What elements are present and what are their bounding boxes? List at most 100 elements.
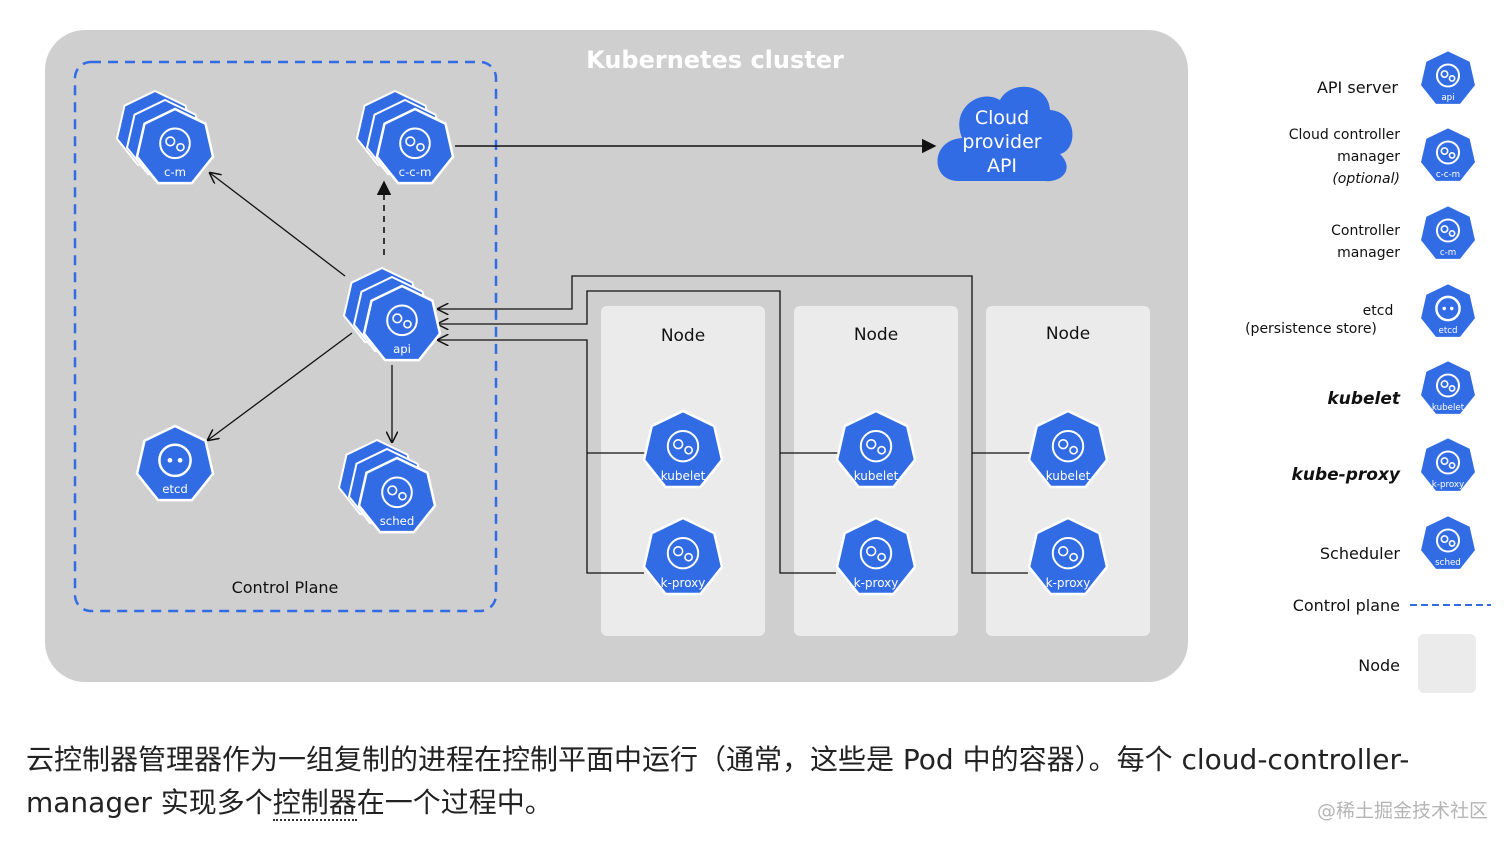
legend-controller-manager-icon-shape bbox=[1418, 203, 1478, 262]
api-server-icon: api bbox=[342, 266, 442, 362]
legend-kube-proxy-icon-gear-icon bbox=[1435, 450, 1461, 475]
api-server-icon-gear-icon bbox=[386, 304, 418, 337]
kubelet-icon-node1-gear-icon bbox=[666, 430, 700, 463]
control-plane-box bbox=[73, 60, 498, 613]
kubernetes-architecture-diagram: Kubernetes cluster Control Plane Node No… bbox=[45, 30, 1491, 693]
legend-etcd-icon-label: etcd bbox=[1438, 326, 1457, 336]
legend-kubelet-label: kubelet bbox=[1327, 389, 1400, 409]
scheduler-icon-label: sched bbox=[380, 514, 415, 528]
link-node3-kproxy bbox=[971, 453, 1028, 574]
scheduler-icon-shape bbox=[357, 456, 437, 534]
legend-api-server-icon-gear-icon bbox=[1435, 63, 1461, 88]
kube-proxy-icon-node2-shape bbox=[835, 516, 917, 596]
cloud-controller-manager-icon: c-c-m bbox=[355, 89, 455, 185]
arrow-node3-to-api bbox=[438, 275, 973, 453]
caption-part1: 云控制器管理器作为一组复制的进程在控制平面中运行（通常，这些是 Pod 中的容器… bbox=[26, 743, 1410, 819]
kube-proxy-icon-node3: k-proxy bbox=[1027, 516, 1109, 596]
legend-scheduler-icon-label: sched bbox=[1435, 558, 1461, 568]
arrow-node1-to-api bbox=[438, 340, 588, 453]
icons-layer: c-m c-c-m api etcd sched kubelet k-proxy kubele… bbox=[115, 48, 1478, 596]
cloud-label-line2: provider bbox=[962, 131, 1041, 153]
link-node2-kproxy bbox=[779, 453, 836, 574]
legend-cloud-cm-line2: manager bbox=[1337, 149, 1400, 165]
legend-api-server-label: API server bbox=[1317, 78, 1398, 97]
legend-api-server-icon-label: api bbox=[1441, 93, 1454, 103]
legend-etcd-line1: etcd bbox=[1363, 303, 1394, 319]
legend-scheduler-icon-shape bbox=[1418, 513, 1478, 572]
controller-manager-icon: c-m bbox=[115, 89, 215, 185]
watermark: @稀土掘金技术社区 bbox=[1316, 800, 1488, 822]
kubelet-icon-node3: kubelet bbox=[1027, 409, 1109, 489]
node-label-1: Node bbox=[661, 326, 705, 346]
controller-link[interactable]: 控制器 bbox=[272, 786, 357, 821]
legend-api-server-icon: api bbox=[1418, 48, 1478, 107]
scheduler-icon: sched bbox=[337, 438, 437, 534]
legend-etcd-icon-shape bbox=[1418, 281, 1478, 340]
legend-api-server-icon-shape bbox=[1418, 48, 1478, 107]
api-server-icon-label: api bbox=[393, 342, 411, 356]
node-label-2: Node bbox=[854, 325, 898, 345]
cloud-label-line1: Cloud bbox=[975, 107, 1029, 129]
legend-cloud-cm-icon-label: c-c-m bbox=[1436, 170, 1460, 180]
kubelet-icon-node2-gear-icon bbox=[859, 430, 893, 463]
cloud-label-line3: API bbox=[987, 155, 1017, 177]
api-server-icon-shape bbox=[362, 284, 442, 362]
kubelet-icon-node1-shape bbox=[642, 409, 724, 489]
legend-control-plane-label: Control plane bbox=[1293, 596, 1400, 615]
arrow-node2-to-api bbox=[438, 290, 781, 453]
legend-kube-proxy-icon: k-proxy bbox=[1418, 435, 1478, 494]
legend-scheduler-icon: sched bbox=[1418, 513, 1478, 572]
legend-node-swatch bbox=[1418, 634, 1476, 693]
kubelet-icon-node1: kubelet bbox=[642, 409, 724, 489]
kubelet-icon-node2: kubelet bbox=[835, 409, 917, 489]
legend: API server Cloud controller manager (opt… bbox=[1245, 78, 1491, 693]
arrow-api-to-cm bbox=[210, 173, 346, 277]
legend-controller-manager-icon-label: c-m bbox=[1440, 248, 1456, 258]
etcd-icon: etcd bbox=[135, 424, 215, 502]
kube-proxy-icon-node3-shape bbox=[1027, 516, 1109, 596]
etcd-icon-shape bbox=[135, 424, 215, 502]
kubelet-icon-node2-label: kubelet bbox=[854, 469, 899, 483]
kube-proxy-icon-node1: k-proxy bbox=[642, 516, 724, 596]
kube-proxy-icon-node3-label: k-proxy bbox=[1046, 576, 1091, 590]
kube-proxy-icon-node2-gear-icon bbox=[859, 537, 893, 570]
kube-proxy-icon-node2-label: k-proxy bbox=[854, 576, 899, 590]
kubelet-icon-node2-shape bbox=[835, 409, 917, 489]
cloud-provider-api: Cloud provider API bbox=[937, 86, 1073, 182]
link-node1-kproxy bbox=[586, 453, 644, 574]
controller-manager-icon-label: c-m bbox=[164, 165, 186, 179]
legend-scheduler-icon-gear-icon bbox=[1435, 528, 1461, 553]
kube-proxy-icon-node1-label: k-proxy bbox=[661, 576, 706, 590]
cloud-controller-manager-icon-label: c-c-m bbox=[399, 165, 432, 179]
legend-kubelet-icon-shape bbox=[1418, 358, 1478, 417]
kubelet-icon-node3-label: kubelet bbox=[1046, 469, 1091, 483]
caption-part2: 在一个过程中。 bbox=[356, 786, 553, 819]
kube-proxy-icon-node3-gear-icon bbox=[1051, 537, 1085, 570]
legend-kube-proxy-label: kube-proxy bbox=[1292, 465, 1401, 485]
legend-kube-proxy-icon-shape bbox=[1418, 435, 1478, 494]
legend-controller-manager-icon-gear-icon bbox=[1435, 218, 1461, 243]
legend-controller-line2: manager bbox=[1337, 245, 1400, 261]
legend-kubelet-icon-label: kubelet bbox=[1432, 403, 1465, 413]
legend-node-label: Node bbox=[1358, 656, 1400, 675]
kube-proxy-icon-node1-gear-icon bbox=[666, 537, 700, 570]
legend-cloud-cm-line3: (optional) bbox=[1332, 171, 1400, 187]
arrow-api-to-etcd bbox=[208, 332, 353, 440]
legend-kubelet-icon-gear-icon bbox=[1435, 373, 1461, 398]
control-plane-label: Control Plane bbox=[232, 578, 339, 597]
etcd-icon-gear-icon bbox=[158, 443, 192, 478]
legend-etcd-icon: etcd bbox=[1418, 281, 1478, 340]
kubelet-icon-node3-shape bbox=[1027, 409, 1109, 489]
legend-scheduler-label: Scheduler bbox=[1320, 544, 1401, 563]
legend-controller-line1: Controller bbox=[1331, 223, 1400, 239]
etcd-icon-label: etcd bbox=[162, 482, 188, 496]
cloud-controller-manager-icon-shape bbox=[375, 107, 455, 185]
legend-kube-proxy-icon-label: k-proxy bbox=[1432, 480, 1464, 490]
kubelet-icon-node3-gear-icon bbox=[1051, 430, 1085, 463]
legend-etcd-line2: (persistence store) bbox=[1245, 321, 1377, 337]
legend-kubelet-icon: kubelet bbox=[1418, 358, 1478, 417]
scheduler-icon-gear-icon bbox=[381, 476, 413, 509]
cluster-title: Kubernetes cluster bbox=[586, 46, 844, 74]
kube-proxy-icon-node2: k-proxy bbox=[835, 516, 917, 596]
legend-cloud-cm-line1: Cloud controller bbox=[1289, 127, 1400, 143]
